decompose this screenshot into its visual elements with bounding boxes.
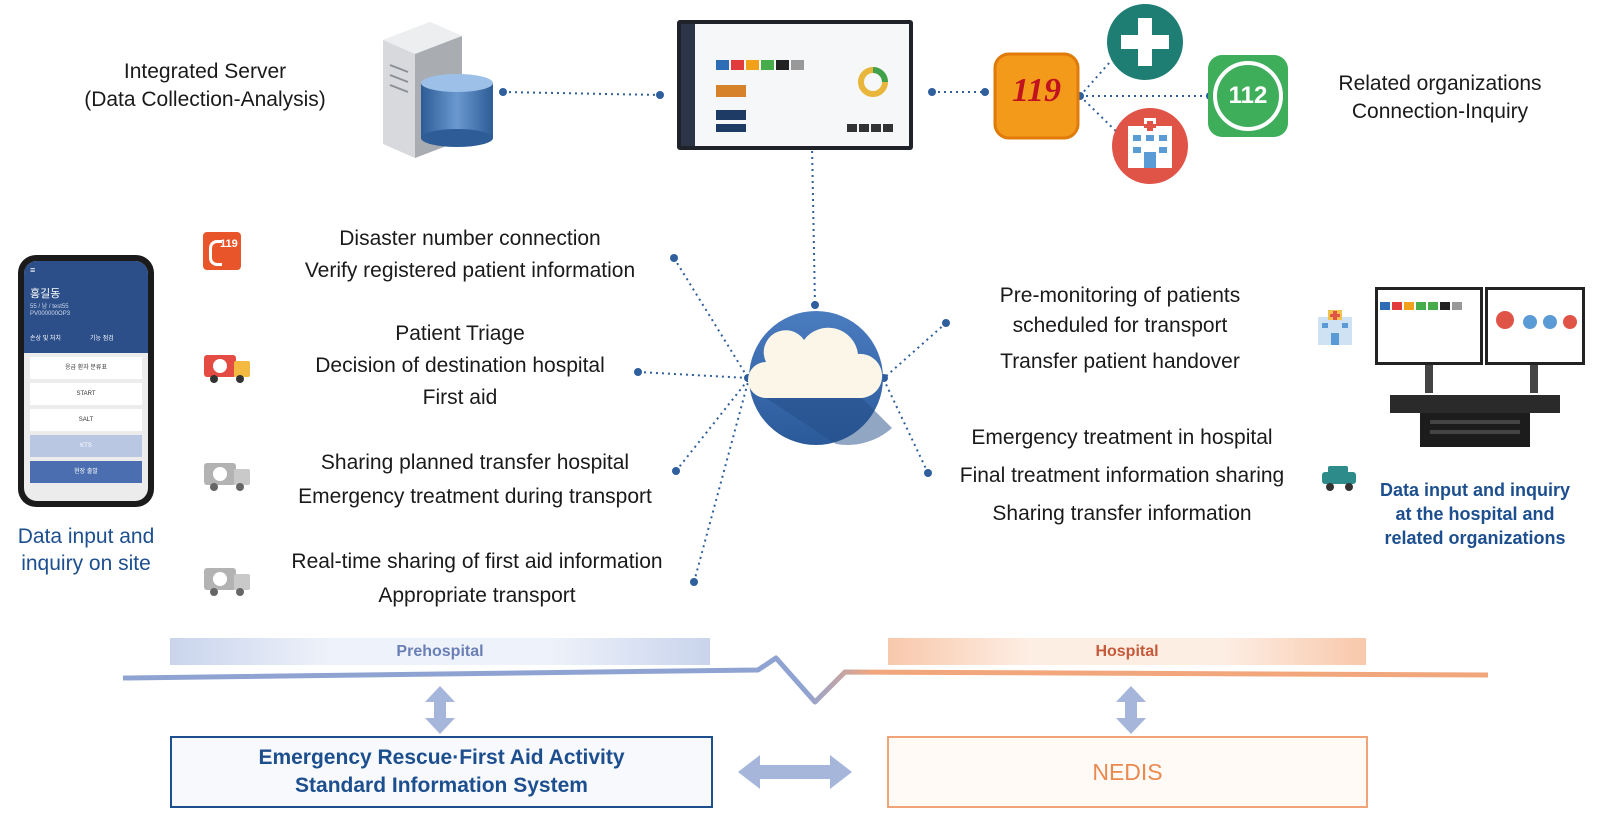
medical-cross-icon [1107, 4, 1183, 80]
server-label-line2: (Data Collection-Analysis) [84, 88, 326, 111]
dashboard-monitor-icon [677, 20, 913, 150]
fire-department-icon [993, 52, 1080, 140]
hospital-monitors-icon [1375, 287, 1585, 447]
hospital-side-label-line2: at the hospital and [1395, 504, 1555, 524]
systems-horizontal-arrow [738, 755, 852, 789]
phone-row-4[interactable]: KTS [30, 435, 142, 457]
hospital-bar-bg [888, 638, 1366, 665]
police-number: 112 [1228, 82, 1268, 109]
patient-name: 홍길동 [30, 288, 61, 300]
hospital-side-label-line1: Data input and inquiry [1379, 480, 1570, 500]
left-item-1: Disaster number connection Verify regist… [270, 223, 670, 287]
small-hospital-icon [1318, 310, 1352, 345]
onsite-label: Data input and inquiry on site [6, 523, 166, 577]
left-item-2-line-1: Patient Triage [395, 322, 525, 345]
left-item-3-line-1: Sharing planned transfer hospital [320, 451, 630, 474]
prehospital-label: Prehospital [396, 643, 484, 660]
database-icon [421, 74, 493, 147]
left-item-4-line-1: Real-time sharing of first aid informati… [291, 550, 663, 573]
right-system-box-bg [887, 736, 1368, 808]
left-item-4: Real-time sharing of first aid informati… [262, 545, 692, 613]
left-system-box: Emergency Rescue·First Aid Activity Stan… [171, 737, 712, 807]
right-system-box: NEDIS [1092, 758, 1163, 785]
related-label-line2: Connection-Inquiry [1351, 100, 1529, 123]
ambulance-car-icon [1322, 466, 1356, 491]
hospital-icon [1112, 108, 1188, 184]
left-item-3-line-2: Emergency treatment during transport [298, 485, 652, 508]
phone-row-5[interactable]: 현장 출발 [30, 461, 142, 483]
phone-menu-icon[interactable]: ≡ [30, 265, 36, 275]
server-label-line1: Integrated Server [123, 60, 287, 83]
ambulance-gray-icon [204, 461, 250, 491]
left-item-1-line-1: Disaster number connection [339, 227, 601, 250]
timeline-line [122, 655, 1489, 705]
left-item-2-line-3: First aid [422, 386, 498, 409]
cloud-icon [748, 311, 892, 445]
phone-119-icon: 119 [203, 232, 241, 270]
right-item-1-line-3: Transfer patient handover [1000, 350, 1240, 373]
left-item-2-line-2: Decision of destination hospital [315, 354, 605, 377]
right-item-1-line-1: Pre-monitoring of patients [999, 284, 1241, 307]
hospital-vertical-arrow [1116, 686, 1146, 734]
onsite-label-line1: Data input and [17, 525, 155, 548]
right-item-2-line-1: Emergency treatment in hospital [971, 426, 1273, 449]
right-item-2-line-3: Sharing transfer information [992, 502, 1252, 525]
onsite-label-line2: inquiry on site [21, 552, 151, 575]
left-system-line1: Emergency Rescue·First Aid Activity [258, 746, 625, 769]
hospital-side-label-line3: related organizations [1384, 528, 1566, 548]
left-item-1-line-2: Verify registered patient information [304, 259, 636, 282]
ambulance-icon [204, 353, 250, 383]
phone-row-3[interactable]: SALT [30, 409, 142, 431]
phone-row-1[interactable]: 응급 환자 분류표 [30, 357, 142, 379]
hospital-label: Hospital [1095, 643, 1159, 660]
left-system-line2: Standard Information System [295, 774, 588, 797]
top-connectors [502, 44, 1210, 306]
left-item-3: Sharing planned transfer hospital Emerge… [265, 446, 685, 514]
prehospital-vertical-arrow [425, 686, 455, 734]
phone-tab-injury[interactable]: 손상 및 처치 [30, 336, 61, 342]
right-item-1-line-2: scheduled for transport [1012, 314, 1228, 337]
police-112-icon [1208, 55, 1288, 137]
patient-id: PV000000OP3 [30, 311, 71, 317]
phone-row-2[interactable]: START [30, 383, 142, 405]
related-label-line1: Related organizations [1338, 72, 1542, 95]
left-item-4-line-2: Appropriate transport [378, 584, 576, 607]
patient-info: 55 / 남 / test55 [30, 304, 69, 310]
hospital-side-label: Data input and inquiry at the hospital a… [1360, 478, 1590, 550]
right-item-1: Pre-monitoring of patients scheduled for… [950, 281, 1290, 377]
phone-tab-check[interactable]: 기능 점검 [90, 336, 114, 342]
phone-header: ≡ 홍길동 55 / 남 / test55 PV000000OP3 손상 및 처… [24, 261, 148, 353]
mobile-phone: ≡ 홍길동 55 / 남 / test55 PV000000OP3 손상 및 처… [18, 255, 154, 507]
server-label: Integrated Server (Data Collection-Analy… [60, 58, 350, 114]
right-item-2-line-2: Final treatment information sharing [959, 464, 1285, 487]
related-organizations-label: Related organizations Connection-Inquiry [1310, 70, 1570, 126]
left-item-2: Patient Triage Decision of destination h… [260, 318, 660, 414]
fire-department-number: 119 [1011, 72, 1062, 109]
right-item-2: Emergency treatment in hospital Final tr… [932, 419, 1312, 533]
prehospital-bar-bg [170, 638, 710, 665]
cloud-spokes [637, 257, 947, 583]
left-system-box-bg [170, 736, 713, 808]
ambulance-gray-icon [204, 566, 250, 596]
